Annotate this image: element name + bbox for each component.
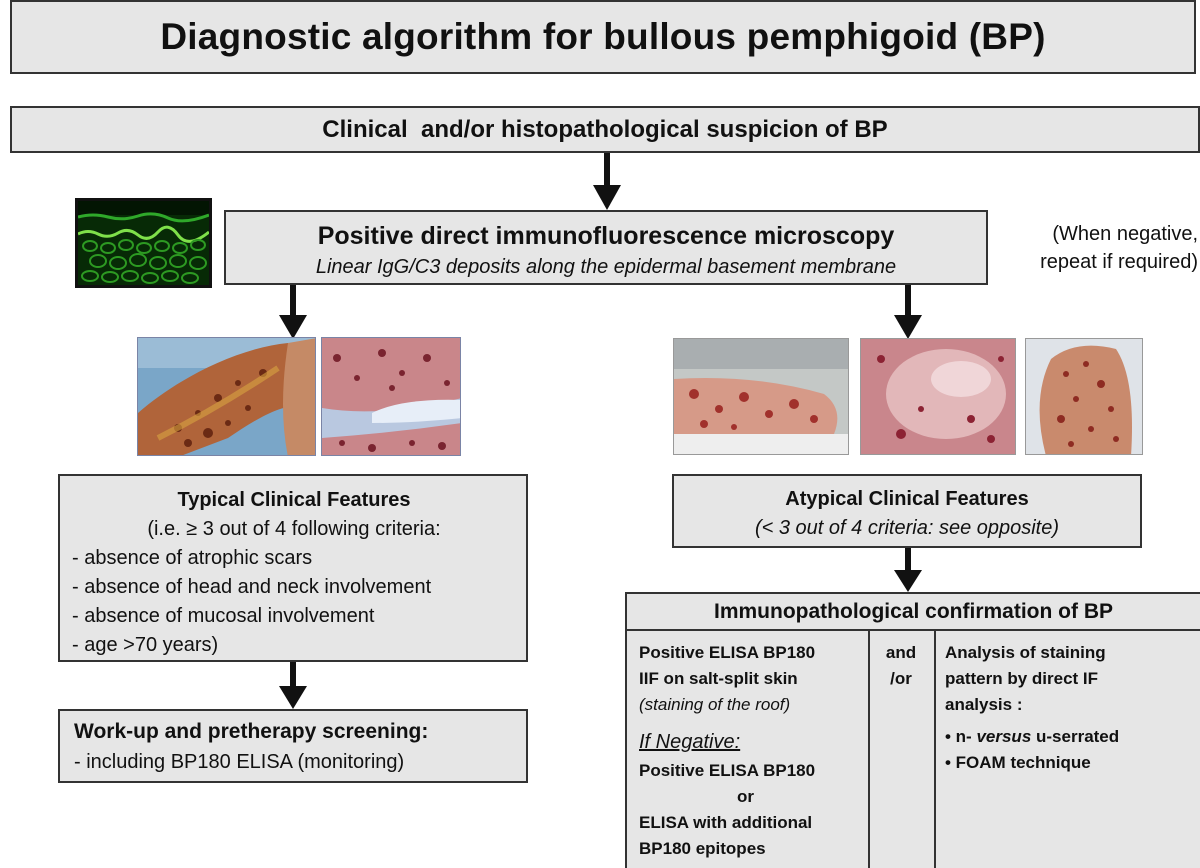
bullet-suffix: u-serrated	[1031, 727, 1120, 746]
iif-line: IIF on salt-split skin	[639, 669, 798, 688]
atypical-features-subtitle: (< 3 out of 4 criteria: see opposite)	[754, 517, 1060, 539]
criterion-item: - absence of head and neck involvement	[72, 576, 432, 598]
dif-box: Positive direct immunofluorescence micro…	[224, 210, 988, 285]
and-text: and	[885, 643, 917, 662]
arrow-down-icon	[894, 548, 922, 592]
dif-subtitle: Linear IgG/C3 deposits along the epiderm…	[315, 256, 897, 278]
workup-title: Work-up and pretherapy screening:	[74, 720, 429, 743]
atypical-clinical-photo-blister	[860, 338, 1016, 455]
atypical-clinical-photo-shoulder	[1025, 338, 1143, 455]
typical-clinical-photo-arm	[137, 337, 316, 456]
bullet-versus: versus	[976, 727, 1032, 746]
confirmation-column-staining: Analysis of staining pattern by direct I…	[945, 640, 1195, 776]
roof-staining-line: (staining of the roof)	[639, 695, 791, 714]
dif-title: Positive direct immunofluorescence micro…	[317, 222, 895, 250]
serration-bullet: • n- versus u-serrated	[945, 724, 1195, 750]
typical-clinical-photo-legs	[321, 337, 461, 456]
arrow-down-icon	[279, 285, 307, 339]
neg-elisa-additional-line: ELISA with additional	[639, 813, 813, 832]
column-divider	[934, 631, 936, 868]
confirmation-column-connector: and /or	[870, 640, 932, 692]
confirmation-title: Immunopathological confirmation of BP	[627, 594, 1200, 631]
suspicion-text: Clinical and/or histopathological suspic…	[322, 115, 888, 143]
atypical-clinical-photo-leg	[673, 338, 849, 455]
criterion-item: - absence of mucosal involvement	[72, 605, 375, 627]
typical-features-subtitle: (i.e. ≥ 3 out of 4 following criteria:	[147, 518, 441, 540]
staining-line-3: analysis :	[945, 695, 1023, 714]
dif-negative-note: (When negative, repeat if required)	[1006, 220, 1198, 276]
title-box: Diagnostic algorithm for bullous pemphig…	[10, 0, 1196, 74]
typical-features-box: Typical Clinical Features (i.e. ≥ 3 out …	[58, 474, 528, 662]
arrow-down-icon	[279, 662, 307, 709]
confirmation-box: Immunopathological confirmation of BP Po…	[625, 592, 1200, 868]
staining-line-2: pattern by direct IF	[945, 669, 1099, 688]
elisa-line: Positive ELISA BP180	[639, 643, 816, 662]
criterion-item: - age >70 years)	[72, 634, 219, 656]
suspicion-box: Clinical and/or histopathological suspic…	[10, 106, 1200, 153]
arrow-down-icon	[894, 285, 922, 339]
if-negative-label: If Negative:	[639, 731, 741, 753]
typical-features-title: Typical Clinical Features	[177, 489, 411, 511]
column-divider	[868, 631, 870, 868]
if-microscopy-graphic	[78, 201, 209, 285]
neg-or-text: or	[737, 787, 754, 806]
bullet-prefix: • n-	[945, 727, 977, 746]
workup-box: Work-up and pretherapy screening: - incl…	[58, 709, 528, 783]
page-title: Diagnostic algorithm for bullous pemphig…	[160, 16, 1046, 57]
if-microscopy-image	[75, 198, 212, 288]
staining-line-1: Analysis of staining	[945, 643, 1106, 662]
neg-epitopes-line: BP180 epitopes	[639, 839, 766, 858]
criterion-item: - absence of atrophic scars	[72, 547, 313, 569]
or-text: /or	[890, 669, 912, 688]
atypical-features-box: Atypical Clinical Features (< 3 out of 4…	[672, 474, 1142, 548]
confirmation-column-serology: Positive ELISA BP180 IIF on salt-split s…	[639, 640, 864, 862]
arrow-down-icon	[593, 153, 621, 210]
foam-bullet: • FOAM technique	[945, 753, 1091, 772]
note-line-1: (When negative,	[1052, 223, 1198, 245]
note-line-2: repeat if required)	[1040, 251, 1198, 273]
neg-elisa-line: Positive ELISA BP180	[639, 761, 816, 780]
atypical-features-title: Atypical Clinical Features	[785, 488, 1029, 510]
workup-detail: - including BP180 ELISA (monitoring)	[74, 751, 405, 773]
